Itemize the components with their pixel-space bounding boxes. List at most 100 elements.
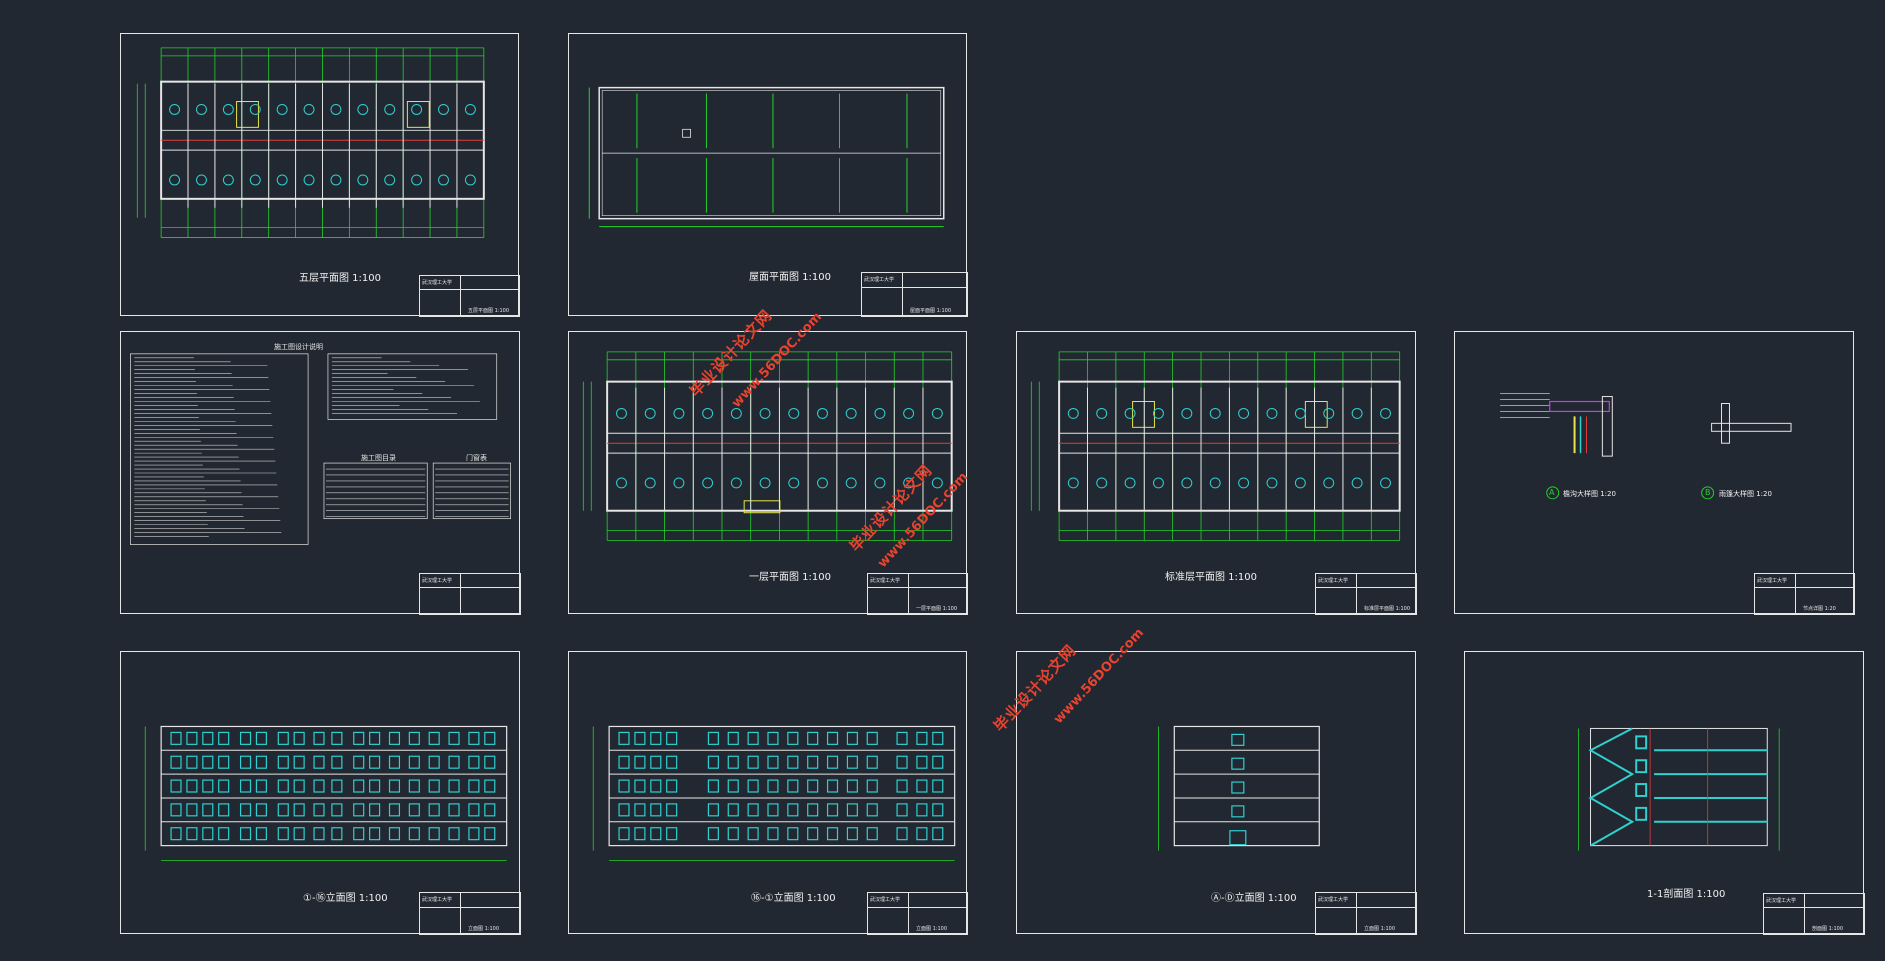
title-block-org: 武汉理工大学 <box>1766 898 1797 904</box>
drawing-stroke <box>484 779 496 793</box>
drawing-stroke <box>448 755 460 769</box>
drawing-stroke <box>186 731 198 745</box>
sheet-caption: Ⓐ-Ⓓ立面图 1:100 <box>1211 893 1297 904</box>
drawing-stroke <box>369 731 381 745</box>
drawing-stroke <box>277 827 289 841</box>
drawing-stroke <box>170 779 182 793</box>
title-block-org: 武汉理工大学 <box>422 280 453 286</box>
drawing-stroke <box>448 803 460 817</box>
drawing-stroke <box>218 755 230 769</box>
title-block-name: 立面图 1:100 <box>916 926 947 932</box>
drawing-stroke <box>353 779 365 793</box>
title-block: 武汉理工大学 <box>419 573 521 615</box>
drawing-stroke <box>1096 477 1108 489</box>
title-block: 武汉理工大学 立面图 1:100 <box>1315 892 1417 935</box>
detail-b-caption: 雨篷大样图 1:20 <box>1719 490 1772 498</box>
drawing-stroke <box>484 803 496 817</box>
detail-b-marker: B <box>1705 488 1711 497</box>
drawing-stroke <box>170 827 182 841</box>
drawing-stroke <box>644 407 656 419</box>
title-block: 武汉理工大学 一层平面图 1:100 <box>867 573 968 615</box>
drawing-stroke <box>1181 477 1193 489</box>
drawing-stroke <box>846 803 858 817</box>
drawing-stroke <box>448 779 460 793</box>
drawing-stroke <box>218 779 230 793</box>
drawing-stroke <box>932 803 944 817</box>
drawing-stroke <box>666 827 678 841</box>
drawing-stroke <box>388 755 401 769</box>
drawing-stroke <box>384 104 396 115</box>
drawing-stroke <box>408 827 420 841</box>
drawing-stroke <box>932 755 944 769</box>
drawing-stroke <box>903 407 915 419</box>
drawing-stroke <box>255 803 267 817</box>
drawing-stroke <box>788 477 800 489</box>
title-block-name: 五层平面图 1:100 <box>468 308 509 314</box>
drawing-stroke <box>896 827 908 841</box>
drawing-stroke <box>767 827 779 841</box>
sheet-details: A B 檐沟大样图 1:20 雨篷大样图 1:20 武汉理工大学 节点详图 1:… <box>1454 331 1855 615</box>
drawing-stroke <box>727 779 739 793</box>
drawing-stroke <box>484 731 496 745</box>
drawing-stroke <box>438 174 449 186</box>
drawing-stroke <box>896 779 908 793</box>
sheet-caption: 标准层平面图 1:100 <box>1165 572 1257 583</box>
drawing-stroke <box>313 731 325 745</box>
drawing-stroke <box>618 803 630 817</box>
detail-drawing <box>1500 393 1792 500</box>
drawing-stroke <box>866 755 878 769</box>
drawing-stroke <box>634 803 646 817</box>
drawing-stroke <box>438 104 449 115</box>
drawing-stroke <box>277 755 289 769</box>
drawing-stroke <box>202 803 214 817</box>
drawing-stroke <box>388 779 401 793</box>
drawing-stroke <box>218 803 230 817</box>
drawing-stroke <box>666 803 678 817</box>
drawing-stroke <box>255 755 267 769</box>
drawing-stroke <box>408 803 420 817</box>
drawing-stroke <box>650 755 662 769</box>
title-block-name: 标准层平面图 1:100 <box>1364 606 1410 612</box>
drawing-stroke <box>1294 477 1306 489</box>
drawing-stroke <box>634 731 646 745</box>
drawing-stroke <box>707 779 719 793</box>
sheet-roof-plan: 屋面平面图 1:100 武汉理工大学 屋面平面图 1:100 <box>568 33 968 317</box>
drawing-stroke <box>666 731 678 745</box>
drawing-stroke <box>707 803 719 817</box>
drawing-stroke <box>874 407 886 419</box>
section-drawing <box>1578 727 1780 851</box>
drawing-stroke <box>1181 407 1193 419</box>
drawing-stroke <box>916 755 928 769</box>
drawing-stroke <box>222 174 234 186</box>
drawing-stroke <box>239 827 252 841</box>
drawing-stroke <box>616 407 627 419</box>
drawing-stroke <box>673 477 685 489</box>
drawing-stroke <box>1351 477 1363 489</box>
drawing-stroke <box>218 731 230 745</box>
drawing-stroke <box>916 827 928 841</box>
drawing-stroke <box>826 755 839 769</box>
drawing-stroke <box>931 407 943 419</box>
drawing-stroke <box>817 477 828 489</box>
drawing-stroke <box>353 755 365 769</box>
drawing-stroke <box>932 779 944 793</box>
drawing-stroke <box>730 477 742 489</box>
drawing-stroke <box>1096 407 1108 419</box>
drawing-stroke <box>353 803 365 817</box>
drawing-stroke <box>616 477 627 489</box>
drawing-stroke <box>1124 477 1136 489</box>
drawing-stroke <box>747 731 759 745</box>
sheet-standard-floor-plan: 标准层平面图 1:100 武汉理工大学 标准层平面图 1:100 <box>1016 331 1417 615</box>
drawing-stroke <box>787 803 799 817</box>
drawing-stroke <box>874 477 886 489</box>
drawing-stroke <box>702 407 714 419</box>
drawing-stroke <box>411 174 423 186</box>
drawing-stroke <box>1266 407 1278 419</box>
detail-a-marker: A <box>1549 488 1555 497</box>
drawing-stroke <box>727 803 739 817</box>
drawing-stroke <box>170 803 182 817</box>
drawing-stroke <box>1067 477 1079 489</box>
drawing-stroke <box>170 755 182 769</box>
drawing-stroke <box>644 477 656 489</box>
drawing-stroke <box>255 779 267 793</box>
